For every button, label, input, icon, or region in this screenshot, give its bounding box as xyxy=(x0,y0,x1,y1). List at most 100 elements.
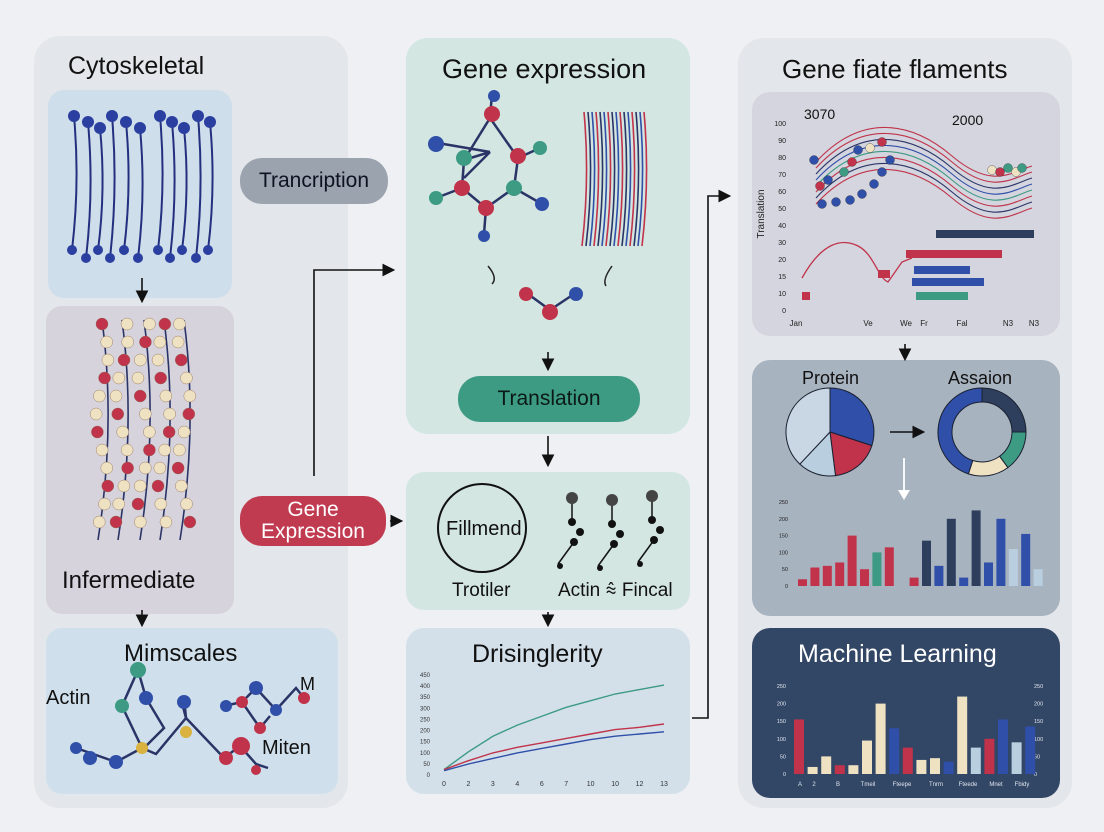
assaion-donut-slice xyxy=(967,455,1009,477)
protein-bar xyxy=(847,535,857,586)
ml-bar xyxy=(1011,742,1022,774)
ml-bar xyxy=(807,766,818,774)
gene-expression-label: Gene Expression xyxy=(240,496,386,546)
timeline-wave xyxy=(815,126,1033,177)
protein-bar xyxy=(971,510,981,586)
microtubule-bead xyxy=(120,116,132,128)
timeline-bar xyxy=(802,292,810,300)
intermediate-filament-panel xyxy=(46,306,234,614)
filament-label: Fillmend xyxy=(446,518,522,540)
protein-pie-slice xyxy=(785,387,831,465)
microtubule-bead xyxy=(67,245,77,255)
timeline-y-label: Translation xyxy=(756,189,767,238)
timeline-x-tick: N3 xyxy=(1029,319,1040,328)
filament-bead xyxy=(153,335,167,349)
line-chart-title: Drisinglerity xyxy=(472,640,603,668)
protein-bar xyxy=(959,577,969,586)
ml-bar-x-tick: Mnet xyxy=(989,782,1003,788)
gene-filaments-title: Gene fiate flaments xyxy=(782,54,1008,84)
protein-bar xyxy=(996,518,1006,586)
filament-bead xyxy=(134,389,147,403)
cytoskeletal-title: Cytoskeletal xyxy=(68,52,205,80)
protein-bar xyxy=(1033,569,1043,586)
filament-bead xyxy=(162,425,176,439)
microtubule-bead xyxy=(119,245,129,255)
timeline-wave xyxy=(815,162,1033,213)
line-chart-series-2 xyxy=(443,731,665,772)
timeline-point xyxy=(857,189,867,199)
timeline-point xyxy=(815,181,825,191)
ml-bar-x-tick: Fteede xyxy=(959,782,978,788)
pin-head xyxy=(646,490,658,502)
timeline-y-tick: 100 xyxy=(774,121,786,128)
timeline-wave xyxy=(815,168,1033,219)
line-chart-y-tick: 50 xyxy=(423,762,430,768)
protein-bar-y-tick: 200 xyxy=(779,517,788,523)
timeline-point xyxy=(831,197,841,207)
protein-bar-y-tick: 250 xyxy=(779,500,788,506)
filament-bead xyxy=(100,335,113,349)
timeline-bar xyxy=(914,266,970,274)
filament-bead xyxy=(139,461,152,475)
filament-bead xyxy=(131,371,145,385)
timeline-y-tick: 30 xyxy=(778,240,786,247)
filament-bead xyxy=(183,515,197,529)
protein-label: Protein xyxy=(802,368,860,388)
filament-bead xyxy=(117,353,131,367)
filament-bead xyxy=(95,443,109,457)
timeline-point xyxy=(877,137,887,147)
protein-bar xyxy=(1021,533,1031,586)
line-chart-x-tick: 4 xyxy=(515,781,519,788)
gene-expression-illustration xyxy=(428,90,648,320)
protein-pie-slice xyxy=(829,387,875,447)
filament-bead xyxy=(180,497,193,511)
microtubule-bead xyxy=(154,110,166,122)
line-chart-y-tick: 100 xyxy=(420,751,431,757)
microtubule-bead xyxy=(178,122,190,134)
filament-bead xyxy=(95,317,109,331)
filament-bead xyxy=(121,461,134,475)
filament-bead xyxy=(93,389,106,403)
timeline-wave xyxy=(815,132,1033,183)
assaion-donut-slice xyxy=(937,387,983,475)
ml-bar-y-tick: 100 xyxy=(777,737,786,743)
protein-bar-y-tick: 100 xyxy=(779,550,788,556)
line-chart-x-tick: 13 xyxy=(660,781,668,788)
timeline-point xyxy=(809,155,819,165)
filament-bead xyxy=(153,461,167,475)
ml-bar xyxy=(889,728,900,774)
microtubule-illustration xyxy=(67,110,216,263)
filament-bead xyxy=(158,443,171,457)
ml-bar-x-tick: B xyxy=(836,782,840,788)
filament-bead xyxy=(175,479,188,493)
line-chart-y-tick: 150 xyxy=(420,740,431,746)
timeline-x-tick: Ve xyxy=(863,319,873,328)
filament-bead xyxy=(89,407,103,421)
microtubule-bead xyxy=(81,253,91,263)
filament-bead xyxy=(143,317,156,331)
trotiler-label: Trotiler xyxy=(452,580,511,601)
filament-bead xyxy=(159,515,173,529)
filament-bead xyxy=(120,317,134,331)
protein-bar xyxy=(872,552,882,586)
line-chart-x-tick: 10 xyxy=(611,781,619,788)
microtubule-bead xyxy=(203,245,213,255)
ml-bar-x-tick: Fbidy xyxy=(1015,782,1030,788)
timeline-bar xyxy=(912,278,984,286)
microtubule-bead xyxy=(191,253,201,263)
microtubule-bead xyxy=(192,110,204,122)
timeline-y-tick: 90 xyxy=(778,138,786,145)
ml-bar xyxy=(848,765,859,774)
timeline-curve xyxy=(801,242,913,283)
microtubule-bead xyxy=(133,253,143,263)
protein-bar-y-tick: 50 xyxy=(782,567,788,573)
microtubule-panel xyxy=(48,90,232,298)
line-chart-y-tick: 450 xyxy=(420,673,431,679)
intermediate-label: Infermediate xyxy=(62,567,196,594)
timeline-point xyxy=(839,167,849,177)
protein-bar xyxy=(860,569,869,586)
ml-bar xyxy=(916,759,927,774)
